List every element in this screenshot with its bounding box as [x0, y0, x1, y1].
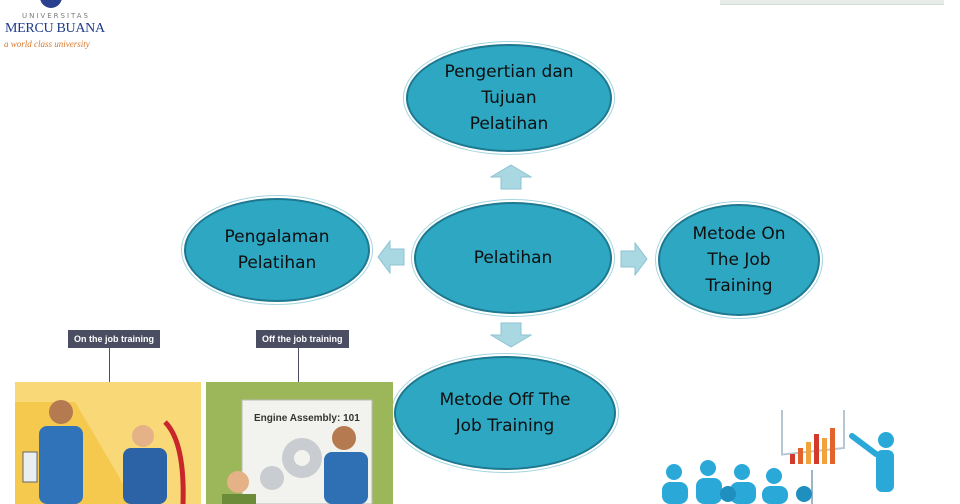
node-pengertian-tujuan: Pengertian dan Tujuan Pelatihan	[406, 44, 612, 152]
off-job-illustration: Engine Assembly: 101	[206, 382, 393, 504]
node-pelatihan-center: Pelatihan	[414, 202, 612, 314]
logo-tagline: a world class university	[4, 39, 90, 49]
node-metode-on-the-job: Metode On The Job Training	[658, 204, 820, 316]
off-job-classroom-image	[222, 399, 373, 504]
arrow-left-icon	[377, 240, 405, 274]
top-right-bar	[720, 0, 944, 5]
presentation-audience-image	[662, 410, 894, 504]
logo-emblem-icon	[40, 0, 62, 8]
off-job-callout-stem	[298, 347, 299, 387]
logo-name: MERCU BUANA	[5, 21, 105, 36]
university-logo: UNIVERSITAS MERCU BUANA a world class un…	[0, 0, 130, 60]
arrow-right-icon	[620, 242, 648, 276]
arrow-up-icon	[490, 164, 532, 190]
node-pengalaman: Pengalaman Pelatihan	[184, 198, 370, 302]
arrow-down-icon	[490, 322, 532, 348]
on-job-illustration	[15, 382, 201, 504]
node-metode-off-the-job: Metode Off The Job Training	[394, 356, 616, 470]
on-job-callout: On the job training	[68, 330, 160, 348]
on-job-callout-stem	[109, 347, 110, 389]
engine-assembly-board-text: Engine Assembly: 101	[254, 413, 360, 424]
on-job-workers-image	[15, 382, 201, 504]
off-job-callout: Off the job training	[256, 330, 349, 348]
logo-university-text: UNIVERSITAS	[22, 12, 90, 20]
